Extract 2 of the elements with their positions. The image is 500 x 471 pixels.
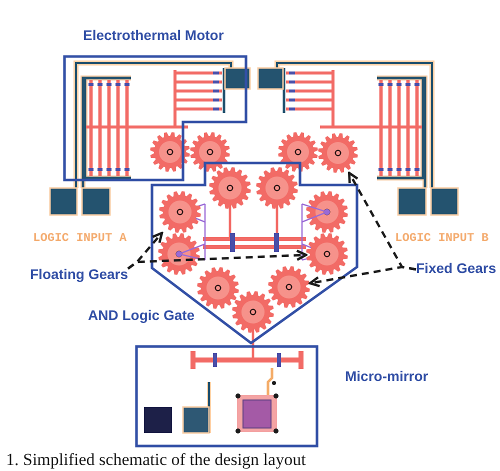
figure-caption: 1. Simplified schematic of the design layout	[6, 450, 306, 470]
region-label: Electrothermal Motor	[83, 27, 224, 44]
